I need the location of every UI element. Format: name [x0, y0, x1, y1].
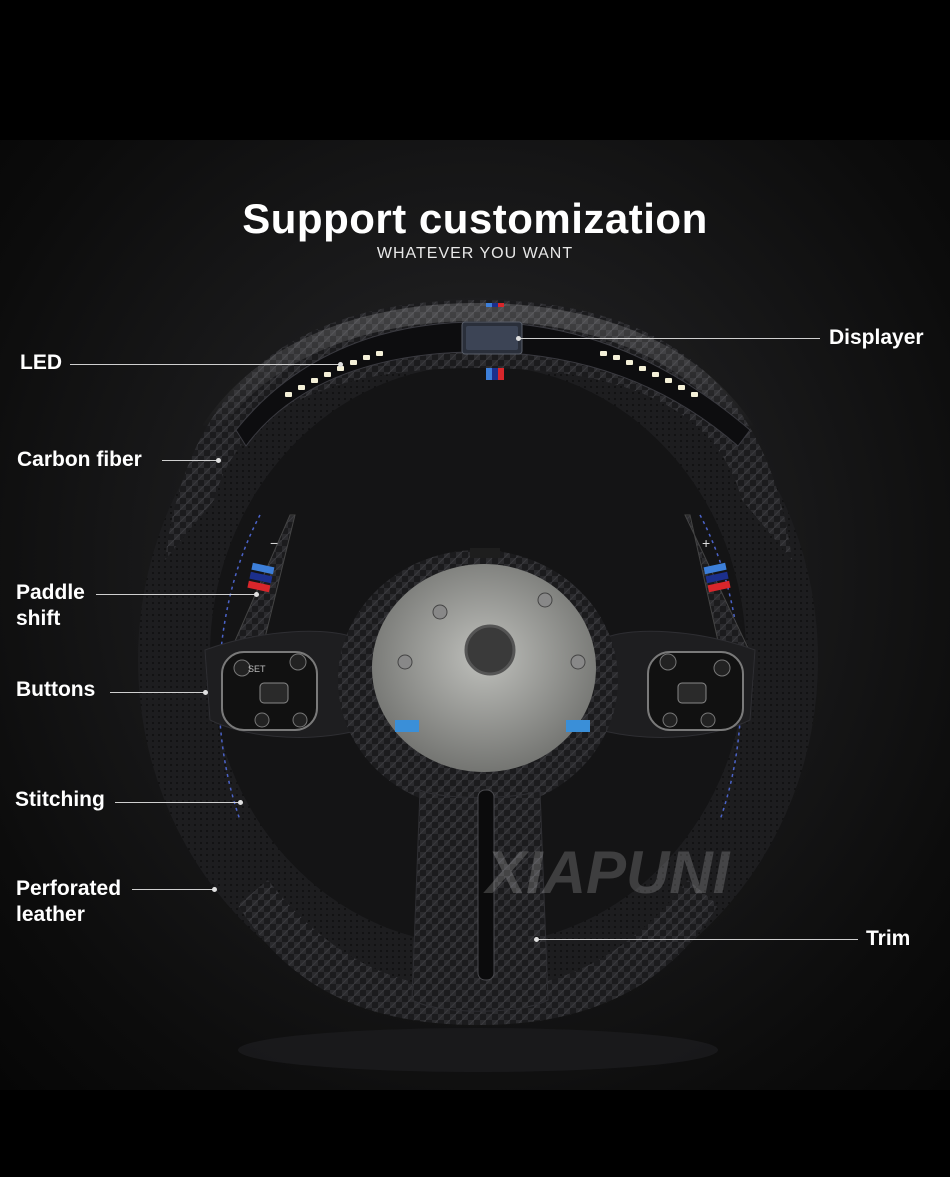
- callout-stitching-label: Stitching: [15, 788, 105, 811]
- callout-stitching-dot: [238, 800, 243, 805]
- callout-trim-dot: [534, 937, 539, 942]
- callout-displayer-label: Displayer: [829, 326, 924, 349]
- callout-led-line: [70, 364, 340, 365]
- callout-trim-label: Trim: [866, 927, 911, 950]
- callout-buttons-dot: [203, 690, 208, 695]
- m-stripe-top: [486, 303, 504, 380]
- set-button-label: SET: [248, 664, 266, 674]
- callout-carbon-fiber-dot: [216, 458, 221, 463]
- callout-perforated-leather-dot: [212, 887, 217, 892]
- callout-paddle-shift-label: Paddle shift: [16, 581, 85, 630]
- left-paddle-symbol: −: [270, 535, 278, 551]
- left-button-cluster: [221, 651, 318, 731]
- callout-perforated-leather-line: [132, 889, 214, 890]
- page-subtitle: WHATEVER YOU WANT: [376, 245, 574, 262]
- led-lights-right: [600, 351, 698, 397]
- callout-carbon-fiber-label: Carbon fiber: [17, 448, 142, 471]
- callout-buttons-label: Buttons: [16, 678, 96, 701]
- page-title: Support customization: [242, 195, 708, 242]
- callout-perforated-leather-label: Perforated leather: [16, 877, 122, 926]
- callout-led-dot: [338, 362, 343, 367]
- callout-paddle-shift-line: [96, 594, 256, 595]
- right-paddle-symbol: +: [702, 535, 710, 551]
- callout-carbon-fiber-line: [162, 460, 217, 461]
- floor-reflection: [238, 1028, 718, 1072]
- callout-trim-line: [538, 939, 858, 940]
- callout-led-label: LED: [20, 351, 62, 374]
- blue-connector-left: [395, 720, 419, 732]
- blue-connector-right: [566, 720, 590, 732]
- brand-watermark: XIAPUNI: [483, 839, 731, 906]
- right-button-cluster: [647, 651, 744, 731]
- rim-bottom-carbon: [238, 880, 718, 1025]
- bottom-black-band: [0, 1090, 950, 1177]
- callout-displayer-line: [520, 338, 820, 339]
- trim-slot: [477, 789, 495, 981]
- left-paddle: [231, 514, 296, 651]
- led-band: [235, 321, 751, 447]
- top-black-band: [0, 0, 950, 140]
- callout-paddle-shift-dot: [254, 592, 259, 597]
- led-lights-left: [285, 351, 383, 397]
- callout-displayer-dot: [516, 336, 521, 341]
- callout-stitching-line: [115, 802, 240, 803]
- callout-buttons-line: [110, 692, 205, 693]
